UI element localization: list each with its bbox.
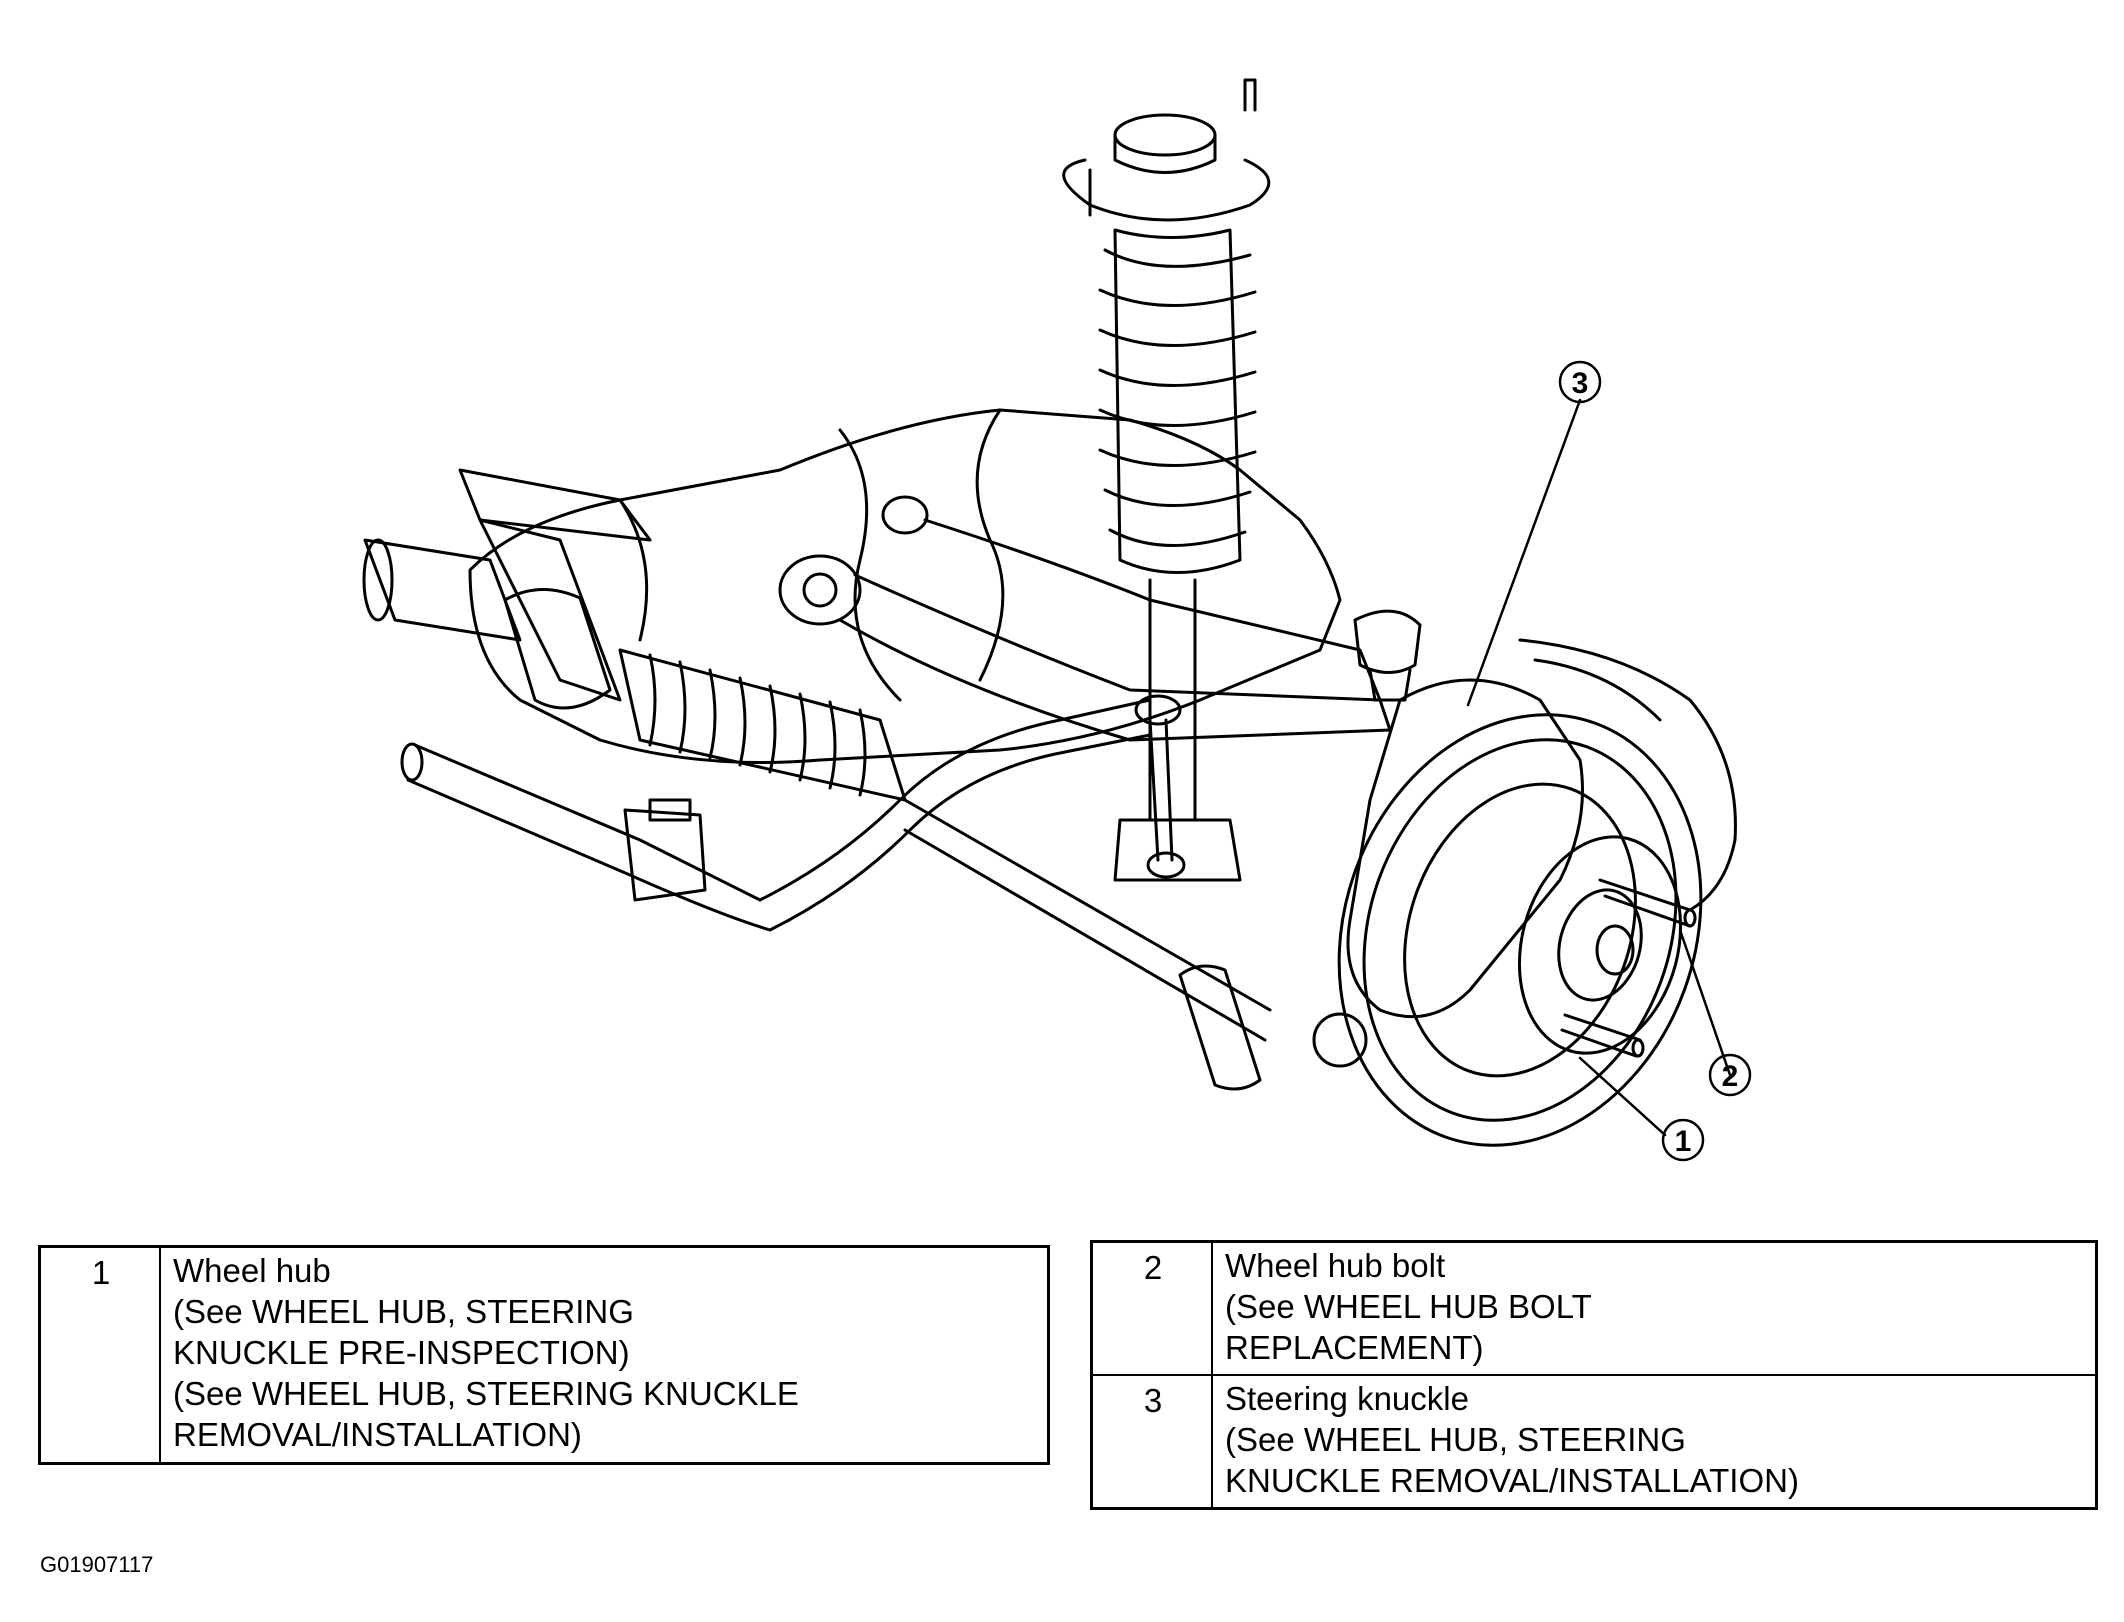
tie-rod-end	[903, 798, 1368, 1091]
callout-2: 2	[1708, 1053, 1752, 1097]
legend-number: 1	[38, 1245, 161, 1465]
legend-table-left: 1 Wheel hub (See WHEEL HUB, STEERING KNU…	[38, 1245, 1050, 1465]
leader-lines	[1466, 398, 1732, 1137]
callout-3: 3	[1558, 360, 1602, 404]
axle-shaft	[362, 468, 652, 702]
legend-number: 2	[1090, 1240, 1213, 1376]
steering-knuckle	[1346, 638, 1737, 1019]
legend-description: Wheel hub (See WHEEL HUB, STEERING KNUCK…	[159, 1245, 1050, 1465]
front-suspension-illustration: 3 2 1	[362, 78, 1752, 1162]
legend-row: 1 Wheel hub (See WHEEL HUB, STEERING KNU…	[38, 1245, 1050, 1465]
legend-description: Steering knuckle (See WHEEL HUB, STEERIN…	[1211, 1374, 2098, 1510]
ball-joint	[1353, 609, 1422, 702]
callout-3-number: 3	[1572, 367, 1589, 400]
legend-row: 3 Steering knuckle (See WHEEL HUB, STEER…	[1090, 1374, 2098, 1510]
callout-1: 1	[1661, 1118, 1705, 1162]
steering-rack-boot	[503, 588, 907, 802]
callout-1-number: 1	[1675, 1125, 1692, 1158]
upper-control-arm	[778, 495, 1392, 742]
legend-description: Wheel hub bolt (See WHEEL HUB BOLT REPLA…	[1211, 1240, 2098, 1376]
stabilizer-bar	[400, 698, 1152, 932]
legend-table-right: 2 Wheel hub bolt (See WHEEL HUB BOLT REP…	[1090, 1240, 2098, 1510]
stabilizer-link	[1134, 694, 1186, 879]
wheel-hub-bolts	[1560, 878, 1697, 1058]
legend-number: 3	[1090, 1374, 1213, 1510]
legend-row: 2 Wheel hub bolt (See WHEEL HUB BOLT REP…	[1090, 1240, 2098, 1376]
strut-assembly	[1062, 78, 1271, 882]
callout-2-number: 2	[1722, 1060, 1739, 1093]
brake-disc	[1337, 713, 1703, 1147]
figure-id: G01907117	[40, 1552, 154, 1577]
wheel-hub	[1517, 835, 1683, 1055]
